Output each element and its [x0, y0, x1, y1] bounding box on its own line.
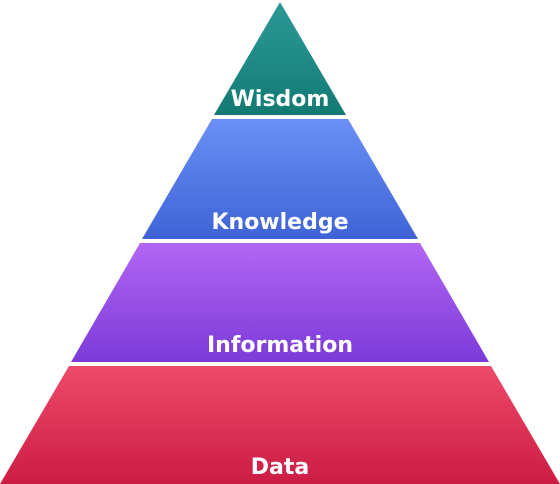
tier-knowledge-label: Knowledge — [211, 210, 348, 235]
tier-data-label: Data — [251, 455, 309, 480]
tier-wisdom-label: Wisdom — [231, 87, 330, 112]
tier-knowledge — [142, 119, 418, 239]
tier-data — [0, 366, 560, 484]
tier-information — [71, 243, 489, 362]
tier-wisdom — [214, 2, 346, 115]
tier-information-label: Information — [207, 333, 353, 358]
